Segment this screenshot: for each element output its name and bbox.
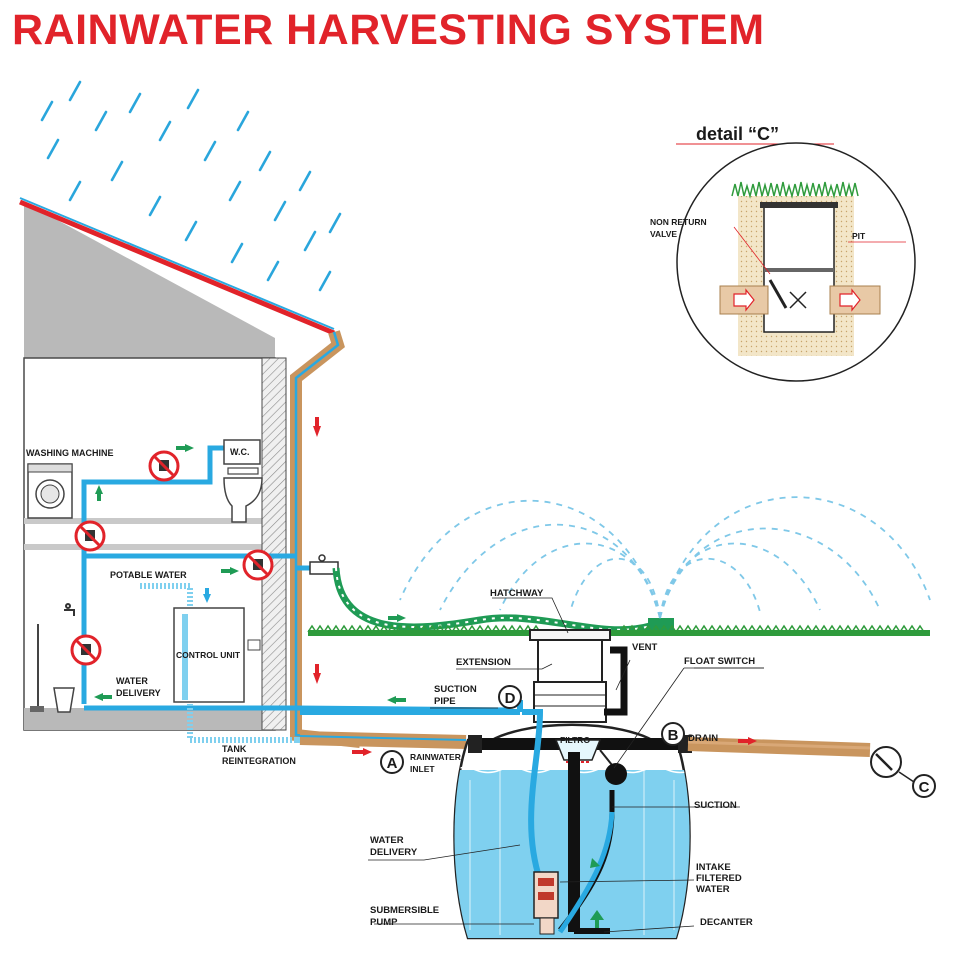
label-drain: DRAIN xyxy=(688,733,718,744)
label-intake-1: INTAKE xyxy=(696,862,731,873)
broom-icon xyxy=(30,624,75,713)
label-rainwater-inlet-1: RAINWATER xyxy=(410,752,461,762)
sprinkler-spray xyxy=(399,496,931,619)
tap-icon xyxy=(64,603,75,616)
label-filtro: FILTRO xyxy=(560,735,590,745)
label-water-delivery-1: WATER xyxy=(116,676,148,686)
detail-c xyxy=(676,142,916,382)
label-washing-machine: WASHING MACHINE xyxy=(26,448,114,458)
marker-c: C xyxy=(912,774,936,798)
marker-a: A xyxy=(380,750,404,774)
label-intake-3: WATER xyxy=(696,884,730,895)
label-water-delivery-tank-2: DELIVERY xyxy=(370,847,418,858)
svg-text:A: A xyxy=(387,755,398,772)
no-drink-icon xyxy=(148,450,180,482)
label-suction-pipe-1: SUCTION xyxy=(434,684,477,695)
label-suction: SUCTION xyxy=(694,800,737,811)
label-suction-pipe-2: PIPE xyxy=(434,696,456,707)
label-wc: W.C. xyxy=(230,447,250,457)
label-tank-1: TANK xyxy=(222,744,247,754)
washing-machine-icon xyxy=(27,463,73,519)
label-extension: EXTENSION xyxy=(456,657,511,668)
label-vent: VENT xyxy=(632,642,658,653)
label-non-return-1: NON RETURN xyxy=(650,217,707,227)
potable-water-line xyxy=(140,583,296,743)
label-float-switch: FLOAT SWITCH xyxy=(684,656,755,667)
svg-text:C: C xyxy=(919,779,930,796)
label-water-delivery-tank-1: WATER xyxy=(370,835,404,846)
detail-title: detail “C” xyxy=(696,124,779,144)
leader-lines xyxy=(368,597,764,933)
no-drink-icon xyxy=(242,549,274,581)
garden-hose xyxy=(332,567,651,634)
rain xyxy=(40,80,342,292)
house xyxy=(19,197,335,731)
label-rainwater-inlet-2: INLET xyxy=(410,764,435,774)
label-water-delivery-2: DELIVERY xyxy=(116,688,161,698)
label-hatchway: HATCHWAY xyxy=(490,588,544,599)
label-non-return-2: VALVE xyxy=(650,229,677,239)
marker-b: B xyxy=(661,722,685,746)
label-potable-water: POTABLE WATER xyxy=(110,570,187,580)
control-unit xyxy=(173,607,261,703)
tank xyxy=(300,629,871,940)
flow-arrow-down-icon xyxy=(313,426,321,437)
label-decanter: DECANTER xyxy=(700,917,753,928)
toilet-icon xyxy=(223,439,263,523)
grass xyxy=(307,624,930,636)
label-tank-2: REINTEGRATION xyxy=(222,756,296,766)
pit-gauge-icon xyxy=(870,746,915,783)
label-intake-2: FILTERED xyxy=(696,873,742,884)
no-drink-icon xyxy=(70,634,102,666)
label-pit: PIT xyxy=(852,231,866,241)
svg-text:B: B xyxy=(668,727,679,744)
marker-d: D xyxy=(498,685,522,709)
page-title: RAINWATER HARVESTING SYSTEM xyxy=(12,6,765,54)
label-submersible-2: PUMP xyxy=(370,917,398,928)
label-submersible-1: SUBMERSIBLE xyxy=(370,905,439,916)
downpipe xyxy=(290,330,467,756)
label-control-unit: CONTROL UNIT xyxy=(176,650,241,660)
no-drink-icon xyxy=(74,520,106,552)
svg-text:D: D xyxy=(505,690,516,707)
